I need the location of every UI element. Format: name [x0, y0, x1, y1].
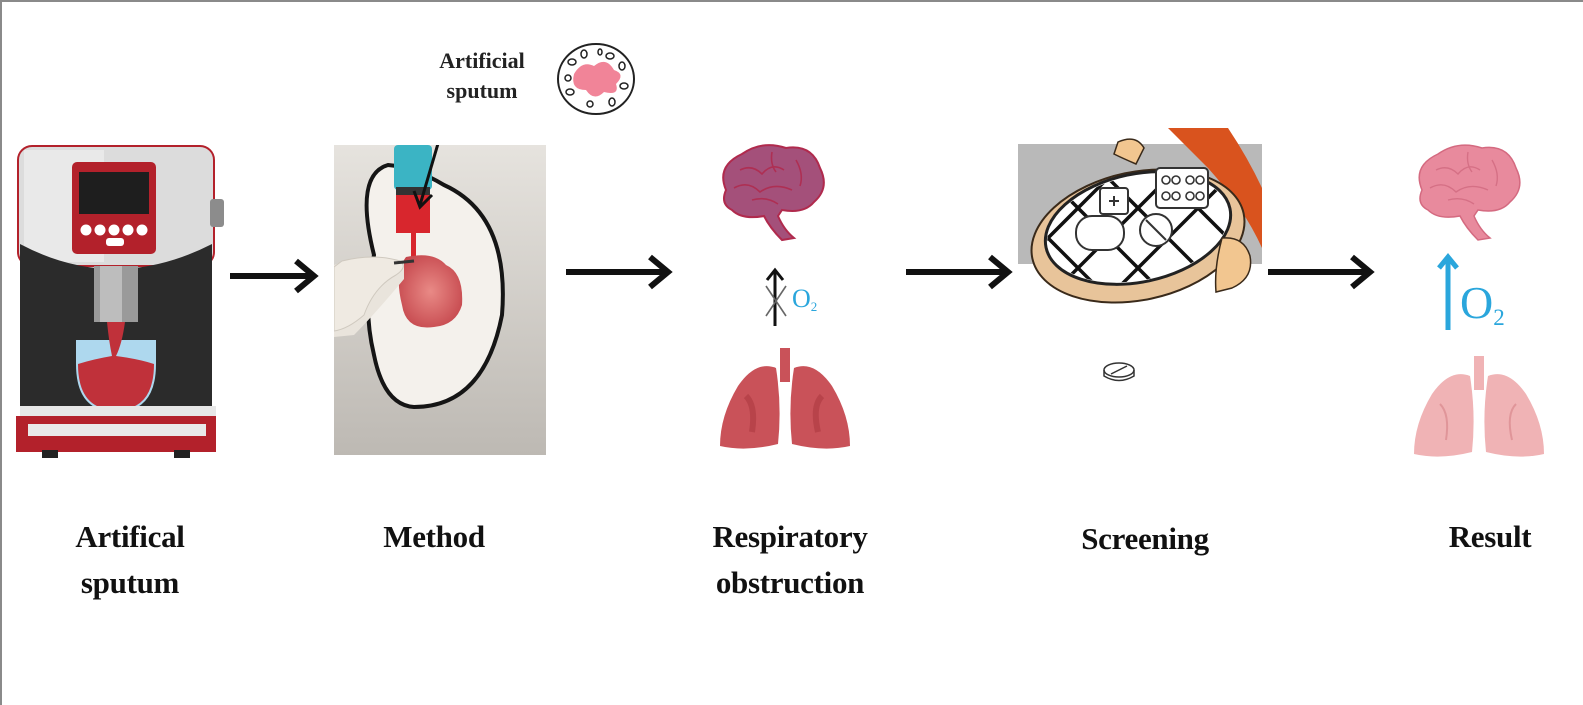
- step-label-method: Method: [344, 514, 524, 560]
- callout-line1: Artificial: [439, 48, 525, 73]
- oxygen-label-blocked: O2: [792, 284, 817, 315]
- oxygen-subscript: 2: [1493, 304, 1505, 330]
- callout-line2: sputum: [446, 78, 518, 103]
- brain-icon: [722, 144, 825, 242]
- hand-right: [1214, 237, 1252, 293]
- step-label-respiratory-obstruction: Respiratory obstruction: [680, 514, 900, 606]
- right-arrow-icon: [566, 254, 673, 290]
- label-line1: Screening: [1081, 521, 1209, 556]
- step-label-artificial-sputum: Artifical sputum: [40, 514, 220, 606]
- machine-icon: [16, 145, 224, 458]
- medicines-in-sieve: [1075, 167, 1209, 251]
- sputum-machine-illustration: [16, 145, 224, 458]
- healthy-brain-icon: [1418, 144, 1521, 241]
- right-arrow-icon: [230, 258, 319, 294]
- method-photo: [334, 145, 546, 455]
- healthy-lungs-icon: [1414, 356, 1544, 457]
- label-line2: obstruction: [715, 565, 865, 600]
- callout-pointer: [418, 145, 440, 206]
- label-line1: Respiratory: [712, 519, 868, 554]
- increase-arrow-icon: [1437, 253, 1459, 330]
- sieve-illustration: [1018, 128, 1262, 304]
- hand-top: [1113, 138, 1145, 165]
- lungs-icon: [720, 348, 850, 449]
- artificial-sputum-callout: Artificial sputum: [412, 46, 552, 106]
- label-line1: Result: [1448, 519, 1532, 554]
- step-label-screening: Screening: [1050, 516, 1240, 562]
- right-arrow-icon: [1268, 254, 1375, 290]
- oxygen-symbol: O: [792, 284, 811, 313]
- sputum-microscope-icon: [557, 43, 635, 115]
- oxygen-label-increased: O2: [1460, 276, 1505, 331]
- label-line1: Method: [383, 519, 485, 554]
- lung-specimen: [398, 255, 463, 328]
- blocked-arrow-icon: [765, 267, 787, 326]
- oxygen-symbol: O: [1460, 277, 1494, 328]
- right-arrow-icon: [906, 254, 1013, 290]
- label-line2: sputum: [80, 565, 180, 600]
- pill-icon: [1103, 362, 1135, 382]
- oxygen-subscript: 2: [810, 298, 818, 314]
- syringe-barrel: [394, 145, 432, 190]
- label-line1: Artifical: [75, 519, 185, 554]
- step-label-result: Result: [1420, 514, 1560, 560]
